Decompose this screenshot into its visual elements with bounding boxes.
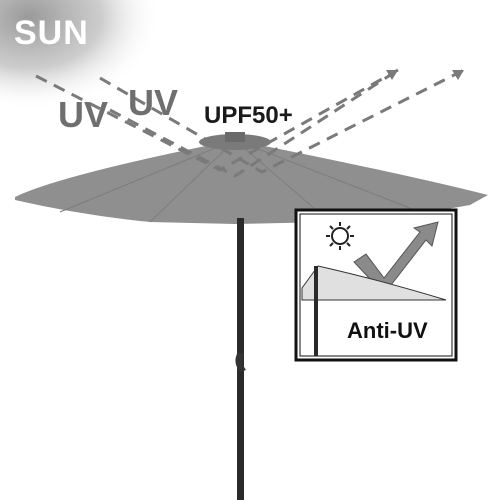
sun-label: SUN: [14, 14, 89, 52]
uv-label-2: UV: [128, 82, 179, 123]
sun-icon: [326, 222, 354, 250]
uv-label-1: UV: [58, 94, 109, 135]
uv-rays: [35, 68, 465, 178]
umbrella-pole: [235, 218, 246, 500]
anti-uv-inset: [294, 208, 458, 362]
anti-uv-label: Anti-UV: [347, 318, 428, 343]
ray-arrowheads: [386, 70, 464, 80]
upf-label: UPF50+: [204, 102, 293, 129]
deflected-arrow-icon: [353, 221, 439, 295]
mini-umbrella: [301, 265, 447, 356]
